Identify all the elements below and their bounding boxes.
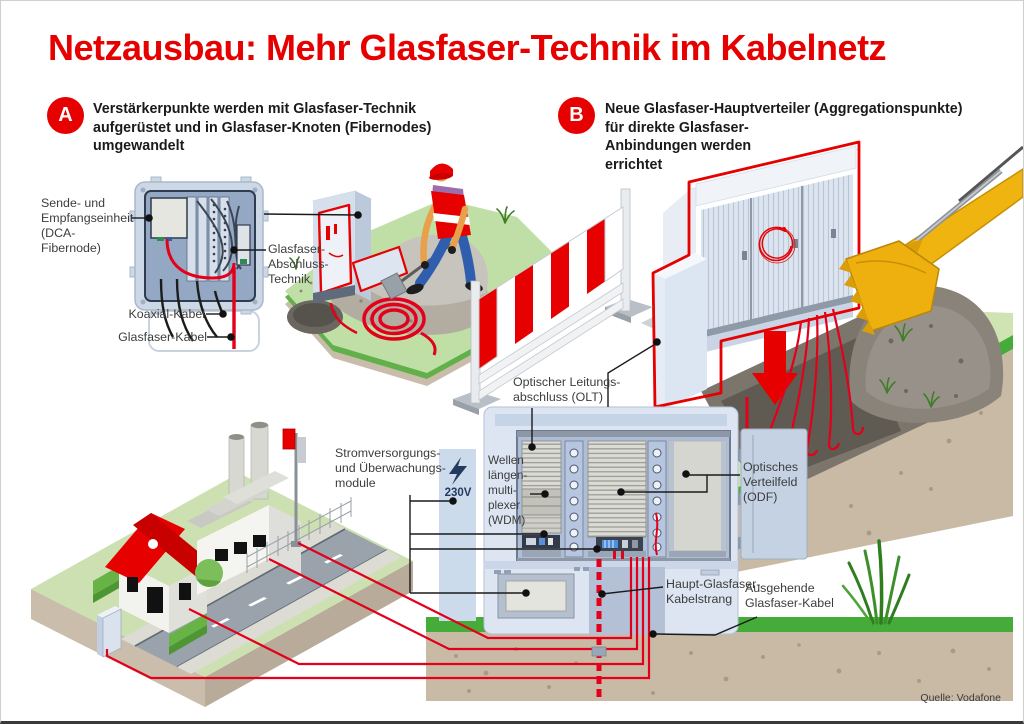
label-glasfaser-kabel: Glasfaser-Kabel — [118, 330, 207, 344]
barrier-stripes — [478, 206, 624, 370]
dca-fibernode-unit — [150, 197, 188, 239]
fence — [246, 497, 352, 573]
street-cabinet — [97, 606, 122, 658]
scene-a — [129, 163, 653, 415]
label-haupt-kabelstrang: Haupt-Glasfaser- Kabelstrang — [666, 577, 761, 606]
central-cabinet — [439, 406, 808, 635]
label-ausgehende-kabel: Ausgehende Glasfaser-Kabel — [745, 581, 834, 610]
lightning-bolt-icon — [449, 457, 467, 485]
fibernode-schematic — [129, 176, 269, 352]
leader-dots — [145, 211, 690, 638]
cable-guide-right — [647, 440, 667, 558]
red-cable-coil — [362, 297, 437, 356]
open-cabinet-a — [311, 190, 409, 335]
label-glasfaser-abschluss: Glasfaser- Abschluss- Technik — [268, 242, 329, 286]
mobile-mast — [282, 428, 306, 547]
aggregation-cabinet — [651, 140, 861, 409]
bucket-teeth — [839, 259, 875, 335]
cable-guide-left — [564, 440, 584, 558]
cabinet-door-panel — [738, 428, 808, 560]
badge-b: B — [558, 97, 595, 134]
construction-barrier — [453, 188, 653, 415]
trunk-coupling — [591, 646, 607, 657]
grass-tufts-a — [289, 206, 515, 270]
red-down-arrow — [752, 331, 798, 405]
page-title: Netzausbau: Mehr Glasfaser-Technik im Ka… — [48, 27, 887, 68]
source-credit: Quelle: Vodafone — [920, 692, 1001, 704]
label-odf: Optisches Verteilfeld (ODF) — [743, 460, 799, 504]
label-230v: 230V — [444, 487, 472, 499]
fiber-termination-module — [236, 224, 251, 266]
grass-tuft-large — [841, 539, 911, 625]
badge-a: A — [47, 97, 84, 134]
section-a-text: Verstärkerpunkte werden mit Glasfaser-Te… — [93, 101, 432, 154]
label-koaxial-kabel: Koaxial-Kabel — [128, 307, 205, 321]
label-wdm: Wellen längen- multi- plexer (WDM) — [488, 453, 528, 527]
label-olt: Optischer Leitungs- abschluss (OLT) — [513, 375, 621, 404]
cable-bay — [589, 567, 665, 634]
house — [105, 513, 217, 633]
rack-odf — [668, 440, 727, 557]
vodafone-logo-sketch — [758, 226, 796, 264]
grass-tufts-b — [879, 323, 940, 408]
rack-olt-wdm — [521, 440, 562, 557]
construction-worker — [380, 163, 483, 300]
label-strom-module: Stromversorgungs- und Überwachungs- modu… — [335, 446, 446, 490]
label-sende-empfangseinheit: Sende- und Empfangseinheit (DCA-Fibernod… — [41, 196, 134, 255]
fiber-cables-underground — [105, 542, 651, 699]
excavator-arm — [839, 145, 1023, 335]
rack-middle — [587, 440, 647, 559]
section-b-text: Neue Glasfaser-Hauptverteiler (Aggregati… — [605, 101, 963, 173]
factory — [187, 421, 301, 595]
power-module — [505, 580, 567, 612]
scene-b — [641, 140, 1023, 576]
leader-lines — [131, 213, 758, 636]
